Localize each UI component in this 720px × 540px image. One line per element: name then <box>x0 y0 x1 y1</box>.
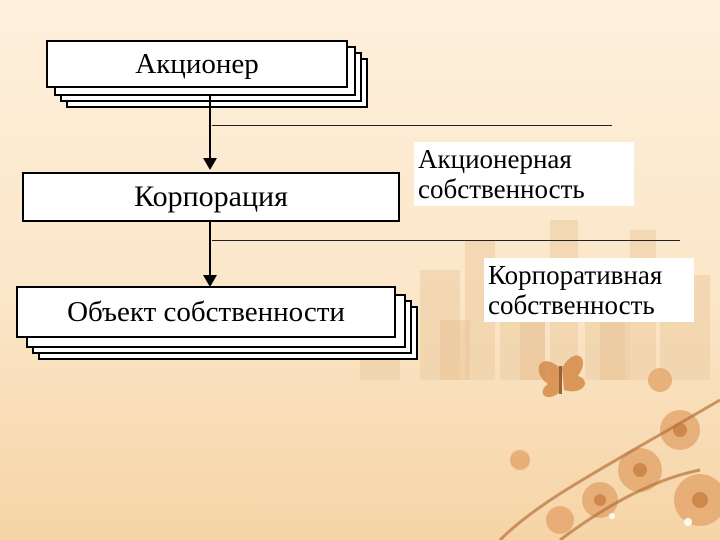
corporation-box: Корпорация <box>22 172 400 222</box>
divider-line <box>212 125 612 126</box>
shareholder-box: Акционер <box>46 40 348 88</box>
label-line: собственность <box>488 290 655 320</box>
connector-line <box>209 222 211 276</box>
arrow-down-icon <box>203 158 217 170</box>
label-line: собственность <box>418 174 585 204</box>
connector-line <box>209 96 211 158</box>
shareholder-label: Акционер <box>135 47 259 80</box>
corporate-property-label: Корпоративная собственность <box>484 258 694 322</box>
property-object-box: Объект собственности <box>16 286 396 338</box>
label-line: Акционерная <box>418 144 572 174</box>
label-line: Корпоративная <box>488 260 663 290</box>
shareholder-property-label: Акционерная собственность <box>414 142 634 206</box>
divider-line <box>212 240 680 241</box>
corporation-label: Корпорация <box>134 180 288 213</box>
property-object-label: Объект собственности <box>67 295 345 328</box>
arrow-down-icon <box>203 275 217 287</box>
